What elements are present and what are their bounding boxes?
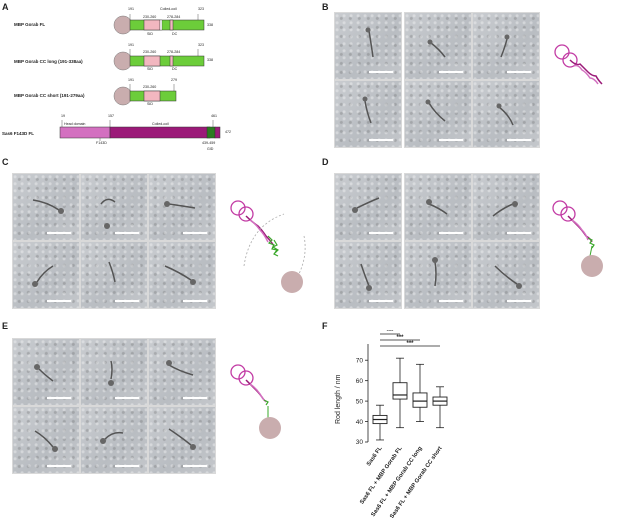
y-tick-label: 50 xyxy=(356,398,364,405)
em-micrograph xyxy=(334,12,402,80)
em-micrograph xyxy=(148,173,216,241)
box-iqr xyxy=(412,392,428,408)
significance-label: *** xyxy=(396,335,404,341)
mutation-label: F143D xyxy=(96,141,107,145)
region-label: 230-260 xyxy=(143,85,157,89)
em-micrograph xyxy=(148,338,216,406)
box-iqr xyxy=(392,382,408,400)
category-label: Sas6 FL xyxy=(366,445,384,467)
sid-label: SID xyxy=(147,102,153,106)
sas6-homodimer-schematic xyxy=(554,44,603,85)
panel-label-a: A xyxy=(2,2,9,12)
construct-label: MBP Gorab CC long (191-338aa) xyxy=(14,59,83,64)
panel-label-b: B xyxy=(322,2,329,12)
panel-label-e: E xyxy=(2,321,9,331)
em-micrograph xyxy=(12,338,80,406)
em-micrograph xyxy=(80,241,148,309)
construct-label: MBP Gorab CC short (191-279aa) xyxy=(14,93,85,98)
y-tick-label: 30 xyxy=(356,439,364,446)
em-micrograph xyxy=(80,338,148,406)
residue-label: 19 xyxy=(61,114,65,118)
em-micrograph xyxy=(12,173,80,241)
region-label: 230-260 xyxy=(143,50,157,54)
panel-label-d: D xyxy=(322,157,329,167)
em-micrograph xyxy=(334,173,402,241)
em-micrograph xyxy=(12,406,80,474)
construct-end: 279 xyxy=(171,78,177,82)
y-tick-label: 70 xyxy=(356,357,364,364)
dc-label: DC xyxy=(172,67,178,71)
em-micrograph xyxy=(404,12,472,80)
residue-label: 157 xyxy=(108,114,114,118)
construct-label: MBP Gorab FL xyxy=(14,22,46,27)
sas6-gorab-fl-schematic xyxy=(230,200,306,293)
em-micrograph xyxy=(472,80,540,148)
construct-start: 191 xyxy=(128,43,134,47)
panel-label-f: F xyxy=(322,321,328,331)
head-domain-label: Head domain xyxy=(64,122,86,126)
em-micrograph xyxy=(80,173,148,241)
construct-total: 338 xyxy=(207,23,213,27)
em-micrograph xyxy=(334,80,402,148)
em-micrograph xyxy=(404,173,472,241)
em-micrograph xyxy=(80,406,148,474)
coiled-label: Coiled-coil xyxy=(152,122,169,126)
sas6-gorab-cc-long-schematic xyxy=(552,200,603,277)
em-micrograph xyxy=(472,12,540,80)
em-micrograph xyxy=(472,173,540,241)
construct-start: 191 xyxy=(128,7,134,11)
significance-label: *** xyxy=(406,341,414,347)
region-label: 278-284 xyxy=(167,15,181,19)
y-tick-label: 60 xyxy=(356,378,364,385)
em-micrograph xyxy=(12,241,80,309)
gid-range-label: 439-459 xyxy=(202,141,216,145)
construct-total: 338 xyxy=(207,58,213,62)
em-micrograph xyxy=(404,241,472,309)
construct-end: 323 xyxy=(198,43,204,47)
em-micrograph xyxy=(334,241,402,309)
sid-label: SID xyxy=(147,32,153,36)
sid-label: SID xyxy=(147,67,153,71)
residue-label: 461 xyxy=(211,114,217,118)
sas6-gorab-cc-short-schematic xyxy=(230,364,281,439)
construct-total: 472 xyxy=(225,130,231,134)
construct-label: Sas6 F143D FL xyxy=(2,131,35,136)
em-micrograph xyxy=(148,406,216,474)
y-tick-label: 40 xyxy=(356,419,364,426)
em-micrograph xyxy=(148,241,216,309)
panel-label-c: C xyxy=(2,157,9,167)
construct-diagram-svg xyxy=(59,14,221,141)
region-label: 230-260 xyxy=(143,15,157,19)
region-label: 278-284 xyxy=(167,50,181,54)
coiled-label: Coiled-coil xyxy=(160,7,177,11)
significance-label: *** xyxy=(386,330,394,335)
dc-label: DC xyxy=(172,32,178,36)
construct-start: 191 xyxy=(128,78,134,82)
gid-label: GID xyxy=(207,147,214,151)
em-micrograph xyxy=(472,241,540,309)
construct-end: 323 xyxy=(198,7,204,11)
em-micrograph xyxy=(404,80,472,148)
